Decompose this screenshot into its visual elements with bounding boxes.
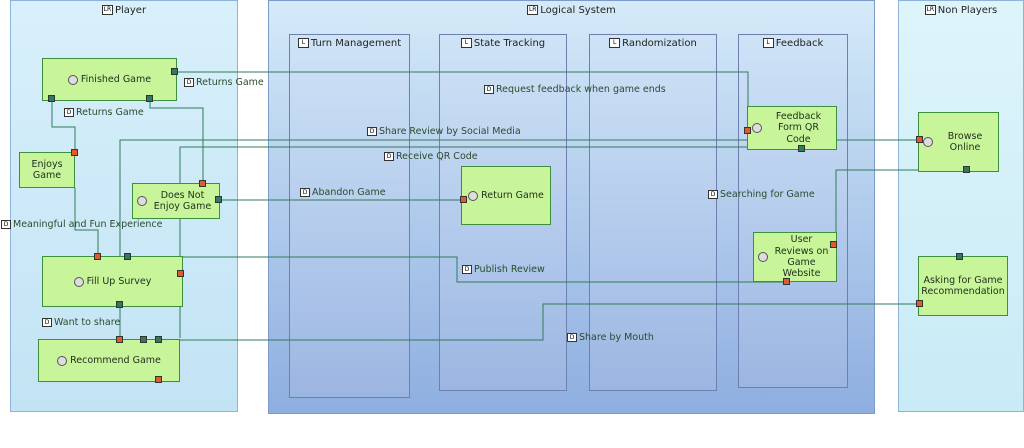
edge-publish: [128, 256, 787, 283]
pin-in-not-enjoy[interactable]: [199, 180, 206, 187]
flow-icon: D: [367, 127, 377, 136]
usecase-icon: [137, 196, 147, 206]
pin-in-user-reviews-right[interactable]: [830, 241, 837, 248]
flow-icon: D: [484, 85, 494, 94]
edge-returns-game-1: [149, 101, 204, 183]
node-user-reviews[interactable]: User Reviews on Game Website: [753, 232, 837, 282]
flow-icon: D: [567, 333, 577, 342]
pin-in-feedback-form[interactable]: [744, 127, 751, 134]
usecase-icon: [923, 137, 933, 147]
flow-icon: D: [384, 152, 394, 161]
subsystem-icon: L: [460, 38, 472, 48]
pin-in-recommend-bottom[interactable]: [155, 376, 162, 383]
node-fill-up-survey[interactable]: Fill Up Survey: [42, 256, 183, 307]
pin-in-survey-right[interactable]: [177, 270, 184, 277]
usecase-icon: [57, 355, 68, 366]
usecase-icon: [67, 74, 78, 85]
node-asking-for-game-recommendation[interactable]: Asking for Game Recommendation: [918, 256, 1008, 316]
flow-icon: D: [300, 188, 310, 197]
pin-out-finished-mid[interactable]: [146, 95, 153, 102]
pin-out-survey-top[interactable]: [124, 253, 131, 260]
subsystem-icon: L: [609, 38, 621, 48]
pin-out-finished-right[interactable]: [171, 68, 178, 75]
subsystem-icon: L: [762, 38, 774, 48]
flow-icon: D: [1, 220, 11, 229]
node-return-game[interactable]: Return Game: [461, 166, 551, 225]
pin-out-survey-bottom[interactable]: [116, 301, 123, 308]
usecase-icon: [468, 190, 479, 201]
node-does-not-enjoy-game[interactable]: Does Not Enjoy Game: [132, 183, 220, 219]
system-icon: LR: [924, 5, 936, 15]
pin-in-user-reviews-bottom[interactable]: [783, 278, 790, 285]
flow-icon: D: [184, 78, 194, 87]
pin-out-not-enjoy[interactable]: [215, 196, 222, 203]
pin-in-recommend[interactable]: [116, 336, 123, 343]
pin-out-recommend-1[interactable]: [140, 336, 147, 343]
edge-searching: [835, 169, 968, 244]
node-feedback-form-qr-code[interactable]: Feedback Form QR Code: [747, 106, 837, 150]
node-enjoys-game[interactable]: Enjoys Game: [19, 152, 75, 188]
flow-icon: D: [462, 265, 472, 274]
node-finished-game[interactable]: Finished Game: [42, 58, 177, 101]
usecase-icon: [73, 276, 84, 287]
usecase-icon: [752, 123, 762, 133]
flow-icon: D: [64, 108, 74, 117]
flow-icon: D: [708, 190, 718, 199]
system-icon: LR: [527, 5, 539, 15]
edge-share-mouth: [180, 303, 920, 341]
pin-in-browse-online[interactable]: [916, 136, 923, 143]
pin-in-enjoys[interactable]: [71, 149, 78, 156]
node-recommend-game[interactable]: Recommend Game: [38, 339, 180, 382]
pin-in-return-game[interactable]: [460, 196, 467, 203]
pin-in-asking[interactable]: [916, 300, 923, 307]
pin-out-feedback-form[interactable]: [798, 145, 805, 152]
pin-out-recommend-2[interactable]: [155, 336, 162, 343]
edge-enjoys-to-survey: [74, 188, 99, 256]
pin-out-asking-top[interactable]: [956, 253, 963, 260]
edge-returns-game-2: [51, 101, 76, 152]
pin-in-survey[interactable]: [94, 253, 101, 260]
system-icon: LR: [101, 5, 113, 15]
flow-icon: D: [42, 318, 52, 327]
pin-out-browse-online[interactable]: [963, 166, 970, 173]
node-browse-online[interactable]: Browse Online: [918, 112, 999, 172]
pin-out-finished-left[interactable]: [48, 95, 55, 102]
usecase-icon: [758, 252, 768, 262]
subsystem-icon: L: [297, 38, 309, 48]
